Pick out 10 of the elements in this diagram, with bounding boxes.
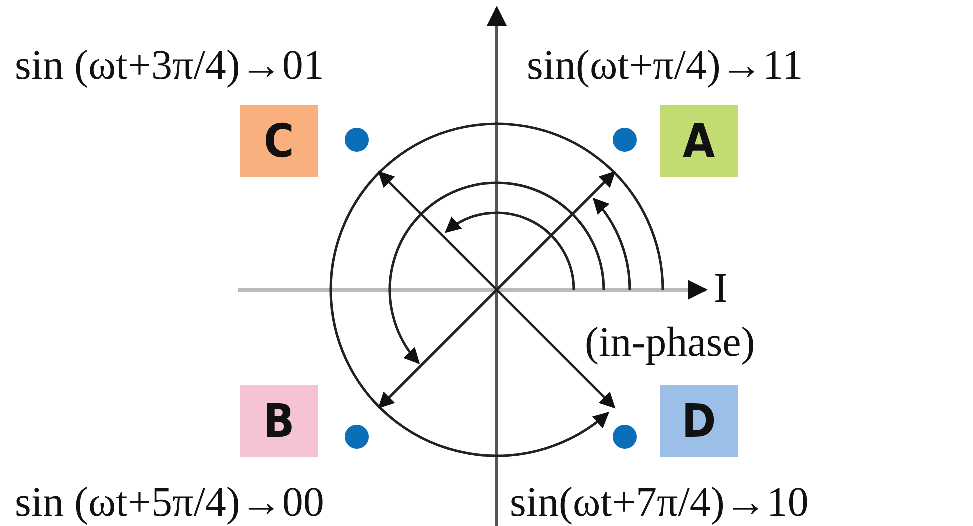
point-label-box: C (240, 105, 318, 177)
phase-mapping: sin(ωt+7π/4)→10 (510, 482, 809, 524)
point-label-box: A (660, 105, 738, 177)
axis-label: I (714, 268, 728, 310)
phase-mapping: sin (ωt+5π/4)→00 (15, 482, 324, 524)
axis-label: (in-phase) (585, 322, 756, 364)
point-label-box: B (240, 385, 318, 457)
phase-mapping: sin (ωt+3π/4)→01 (15, 45, 324, 87)
phase-mapping: sin(ωt+π/4)→11 (527, 45, 804, 87)
point-label-box: D (660, 385, 738, 457)
